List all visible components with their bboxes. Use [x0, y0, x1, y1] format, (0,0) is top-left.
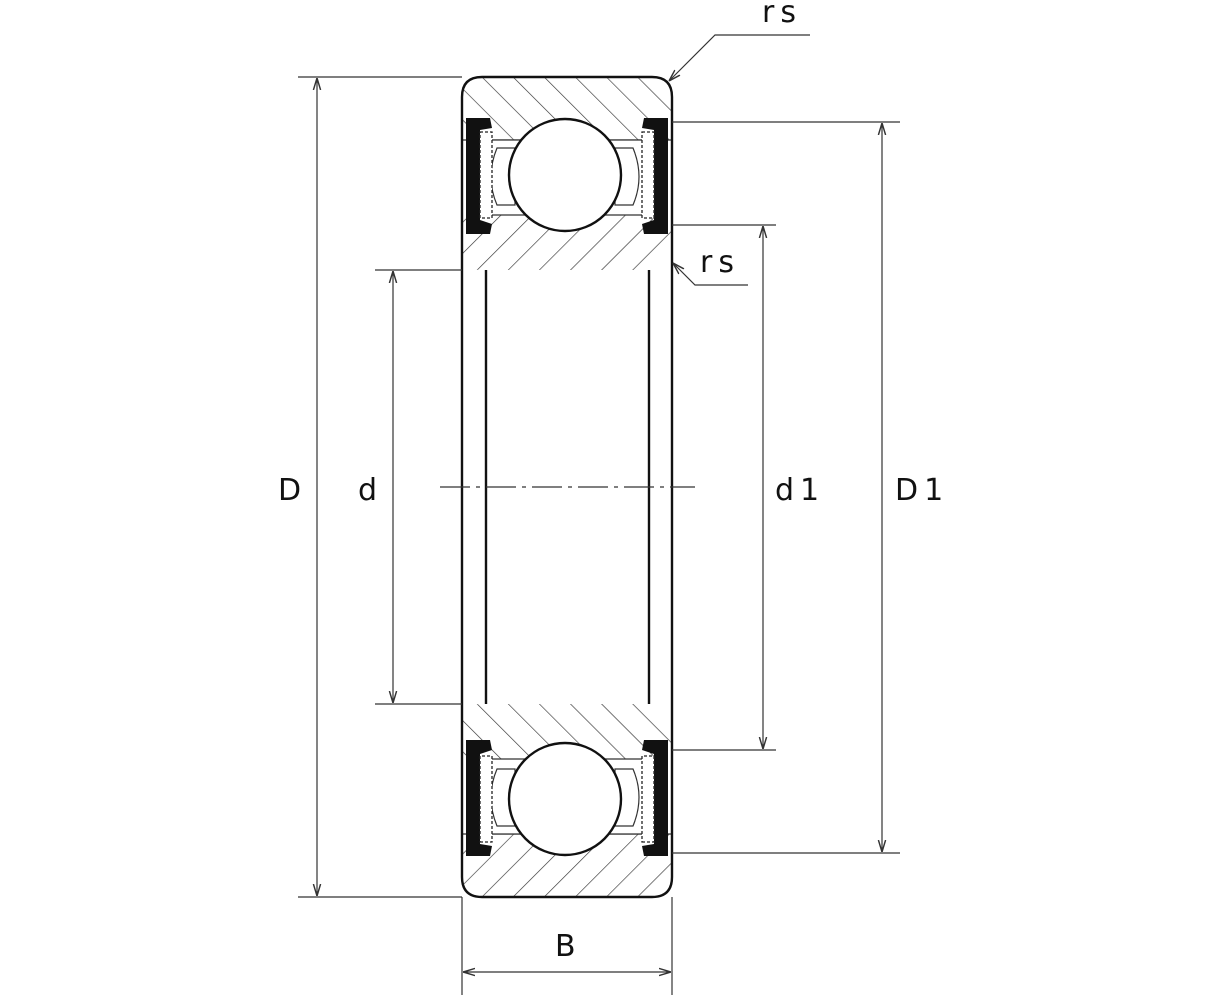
label-d: d	[358, 473, 383, 508]
dimension-D1	[672, 121, 900, 854]
chamfer-leader-top	[669, 34, 810, 81]
dimension-d	[375, 269, 462, 705]
bearing-bottom-section	[460, 702, 674, 899]
dimension-D	[298, 76, 462, 898]
dimension-d1	[672, 224, 776, 751]
label-D: D	[278, 473, 307, 508]
label-d1: d1	[775, 473, 825, 508]
dimension-B	[461, 897, 673, 995]
chamfer-leader-inner	[673, 263, 748, 286]
label-D1: D1	[895, 473, 949, 508]
label-rs-top: rs	[762, 0, 802, 30]
label-rs-inner: rs	[700, 245, 740, 280]
label-B: B	[555, 929, 582, 964]
bearing-top-section	[460, 75, 674, 272]
